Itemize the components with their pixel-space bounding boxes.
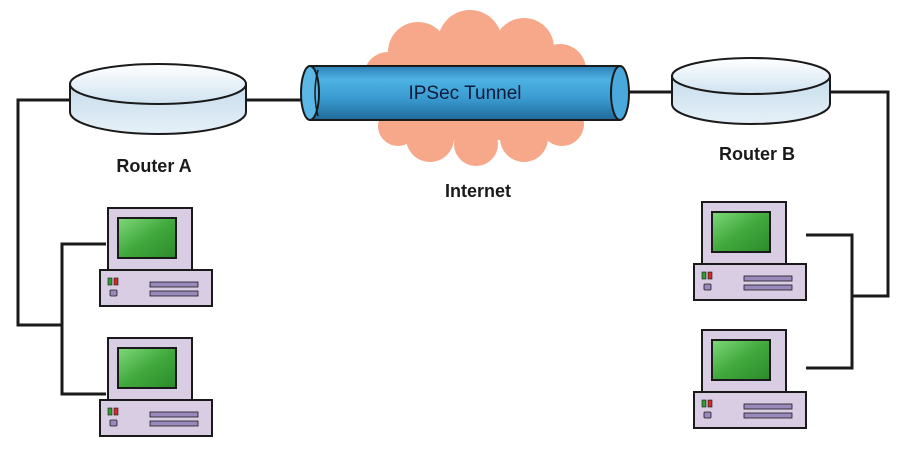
router-a-label: Router A [116,156,191,176]
router-b-label: Router B [719,144,795,164]
link-lan-a-computers [60,242,106,396]
computer-a1-icon [99,207,213,307]
link-routerA-lan [16,98,70,327]
ipsec-tunnel: IPSec Tunnel [300,65,630,121]
network-links [16,90,890,396]
router-b: Router B [671,57,831,164]
link-lan-b-computers [806,233,854,370]
link-routerB-lan [830,90,890,298]
computer-a2-icon [99,337,213,437]
internet-label: Internet [445,181,511,201]
router-a: Router A [69,63,247,176]
tunnel-label: IPSec Tunnel [408,83,521,104]
computer-b1-icon [693,201,807,301]
computer-b2-icon [693,329,807,429]
